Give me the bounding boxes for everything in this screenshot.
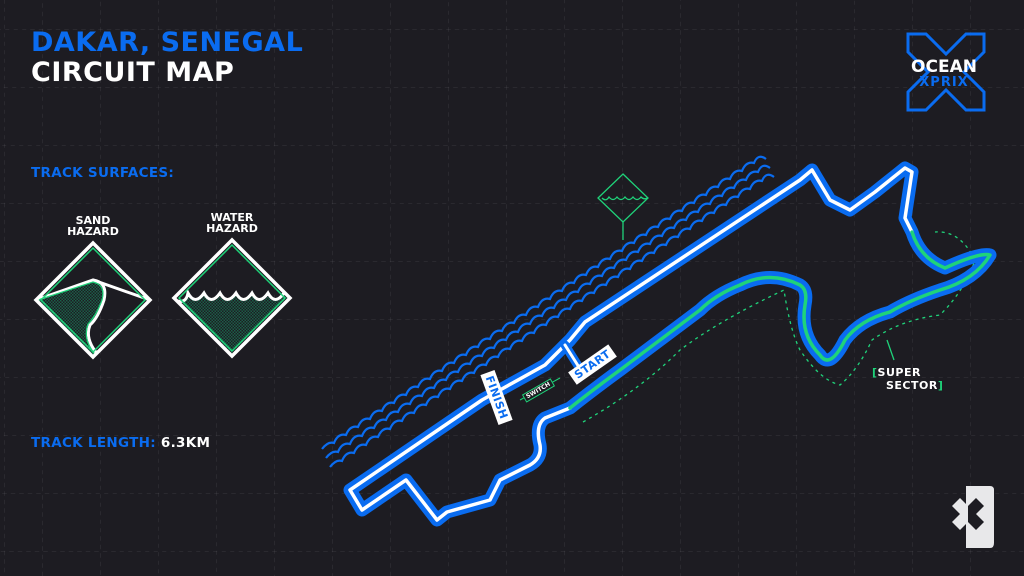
sand-hazard-title: SAND HAZARD [48, 215, 138, 237]
super-sector-line1: SUPER [877, 366, 921, 379]
track-length-value: 6.3KM [160, 435, 211, 451]
water-hazard-line1: WATER [210, 211, 254, 224]
bracket-close: ] [937, 379, 944, 392]
super-sector-label: [SUPER SECTOR] [872, 366, 943, 392]
water-hazard-title: WATER HAZARD [187, 212, 277, 234]
water-hazard-icon [171, 237, 293, 359]
water-hazard-marker-icon [597, 173, 649, 240]
location-title: DAKAR, SENEGAL [31, 27, 304, 58]
track-length: TRACK LENGTH: 6.3KM [31, 435, 210, 451]
track [343, 161, 997, 527]
sand-hazard-line1: SAND [75, 214, 111, 227]
sand-hazard-line2: HAZARD [67, 225, 119, 238]
sand-hazard-icon [33, 240, 153, 360]
water-hazard-line2: HAZARD [206, 222, 258, 235]
super-sector-line2: SECTOR [886, 379, 938, 392]
title-block: DAKAR, SENEGAL CIRCUIT MAP [31, 28, 303, 88]
track-surfaces-label: TRACK SURFACES: [31, 165, 175, 181]
page-title: CIRCUIT MAP [31, 57, 235, 88]
track-length-label: TRACK LENGTH: [31, 435, 156, 451]
bracket-open: [ [872, 366, 878, 379]
coastline-waves [321, 155, 775, 468]
logo-line2: XPRIX [919, 75, 969, 90]
x-cross-icon [906, 32, 986, 112]
extreme-e-logo-icon [952, 486, 994, 548]
logo-line1: OCEAN [911, 57, 977, 77]
